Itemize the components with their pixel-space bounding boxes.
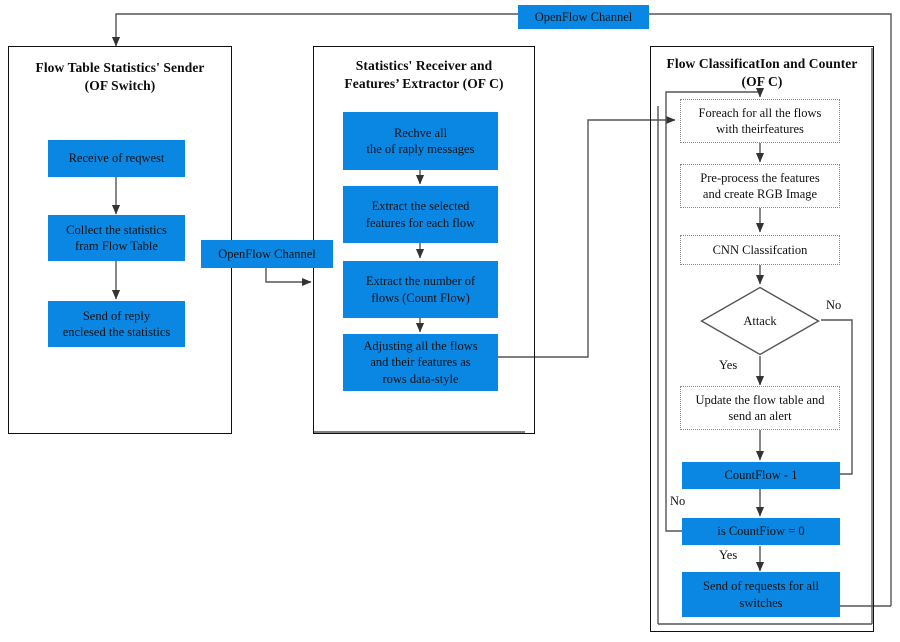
node-extract-features[interactable]: Extract the selected features for each f… — [343, 186, 498, 243]
node-countflow-zero-label: is CountFiow = 0 — [717, 524, 805, 539]
node-collect-statistics-line2: fram Flow Table — [75, 239, 158, 253]
node-adjust-rows-line3: rows data-style — [382, 371, 459, 386]
edge-label-countflow-yes: Yes — [719, 548, 738, 562]
node-preprocess-rgb-line2: and create RGB Image — [702, 187, 818, 201]
node-update-alert-line1: Update the flow table and — [695, 392, 825, 407]
node-attack-decision-label: Attack — [743, 313, 777, 328]
openflow-channel-top-label: OpenFlow Channel — [534, 9, 633, 24]
node-extract-count[interactable]: Extract the number of flows (Count Flow) — [343, 261, 498, 318]
node-extract-count-line2: flows (Count Flow) — [371, 290, 470, 305]
openflow-channel-mid-label: OpenFlow Channel — [218, 246, 316, 261]
node-extract-features-line1: Extract the selected — [371, 199, 470, 214]
node-foreach-flows[interactable]: Foreach for all the flows with theirfeat… — [680, 99, 840, 143]
node-adjust-rows-line2: and their features as — [370, 355, 471, 370]
node-foreach-flows-line2: with theirfeatures — [716, 122, 804, 136]
node-countflow-zero[interactable]: is CountFiow = 0 — [682, 518, 840, 545]
edge-label-attack-no: No — [826, 298, 842, 312]
node-extract-features-line2: features for each flow — [365, 215, 476, 230]
node-collect-statistics[interactable]: Collect the statistics fram Flow Table — [48, 215, 185, 261]
node-preprocess-rgb[interactable]: Pre-process the features and create RGB … — [680, 164, 840, 208]
node-extract-count-line1: Extract the number of — [365, 274, 476, 289]
node-send-requests[interactable]: Send of requests for all switches — [682, 572, 840, 617]
openflow-channel-mid[interactable]: OpenFlow Channel — [201, 240, 333, 268]
panel-sender-title-line2: (OF Switch) — [84, 78, 156, 94]
node-update-alert[interactable]: Update the flow table and send an alert — [680, 386, 840, 430]
node-adjust-rows[interactable]: Adjusting all the flows and their featur… — [343, 334, 498, 391]
panel-receiver-title-line2: Features’ Extractor (OF C) — [344, 76, 504, 92]
panel-sender-title-line1: Flow Table Statistics' Sender — [35, 60, 205, 75]
node-send-requests-line1: Send of requests for all — [703, 579, 819, 594]
node-receive-replies-line1: Rechve all — [393, 125, 448, 140]
node-receive-replies[interactable]: Rechve all the of raply messages — [343, 112, 498, 170]
panel-sender-title: Flow Table Statistics' Sender (OF Switch… — [9, 59, 231, 95]
edge-label-countflow-no: No — [670, 494, 686, 508]
node-adjust-rows-line1: Adjusting all the flows — [363, 339, 478, 354]
attack-diamond-shape — [700, 286, 820, 356]
panel-receiver-title-line1: Statistics' Receiver and — [355, 58, 493, 73]
node-cnn-classification-label: CNN Classifcation — [712, 242, 808, 257]
wire-global-feedback-to-sender — [111, 13, 518, 47]
node-cnn-classification[interactable]: CNN Classifcation — [680, 235, 840, 265]
panel-classifier-title-line1: Flow ClassificatIon and Counter — [666, 56, 858, 71]
node-send-reply-line1: Send of reply — [82, 308, 151, 323]
panel-classifier-title: Flow ClassificatIon and Counter (OF C) — [651, 55, 873, 91]
openflow-channel-top[interactable]: OpenFlow Channel — [518, 5, 649, 29]
panel-classifier: Flow ClassificatIon and Counter (OF C) — [650, 46, 874, 632]
node-send-requests-line2: switches — [739, 595, 783, 610]
node-collect-statistics-line1: Collect the statistics — [66, 222, 167, 237]
panel-receiver-title: Statistics' Receiver and Features’ Extra… — [314, 57, 534, 93]
node-foreach-flows-line1: Foreach for all the flows — [698, 105, 822, 120]
node-receive-request-label: Receive of reqwest — [68, 151, 165, 166]
node-update-alert-line2: send an alert — [728, 409, 792, 423]
node-countflow-decrement[interactable]: CountFlow - 1 — [682, 462, 840, 489]
node-attack-decision[interactable]: Attack — [700, 286, 820, 356]
node-preprocess-rgb-line1: Pre-process the features — [700, 170, 820, 185]
node-send-reply[interactable]: Send of reply enclesed the statistics — [48, 301, 185, 347]
wire-openflow-mid-to-receiver — [265, 268, 312, 287]
edge-label-attack-yes: Yes — [719, 358, 738, 372]
node-send-reply-line2: enclesed the statistics — [62, 325, 171, 339]
node-receive-replies-line2: the of raply messages — [366, 142, 475, 156]
panel-classifier-title-line2: (OF C) — [741, 74, 783, 90]
node-receive-request[interactable]: Receive of reqwest — [48, 140, 185, 177]
node-countflow-decrement-label: CountFlow - 1 — [724, 468, 798, 483]
